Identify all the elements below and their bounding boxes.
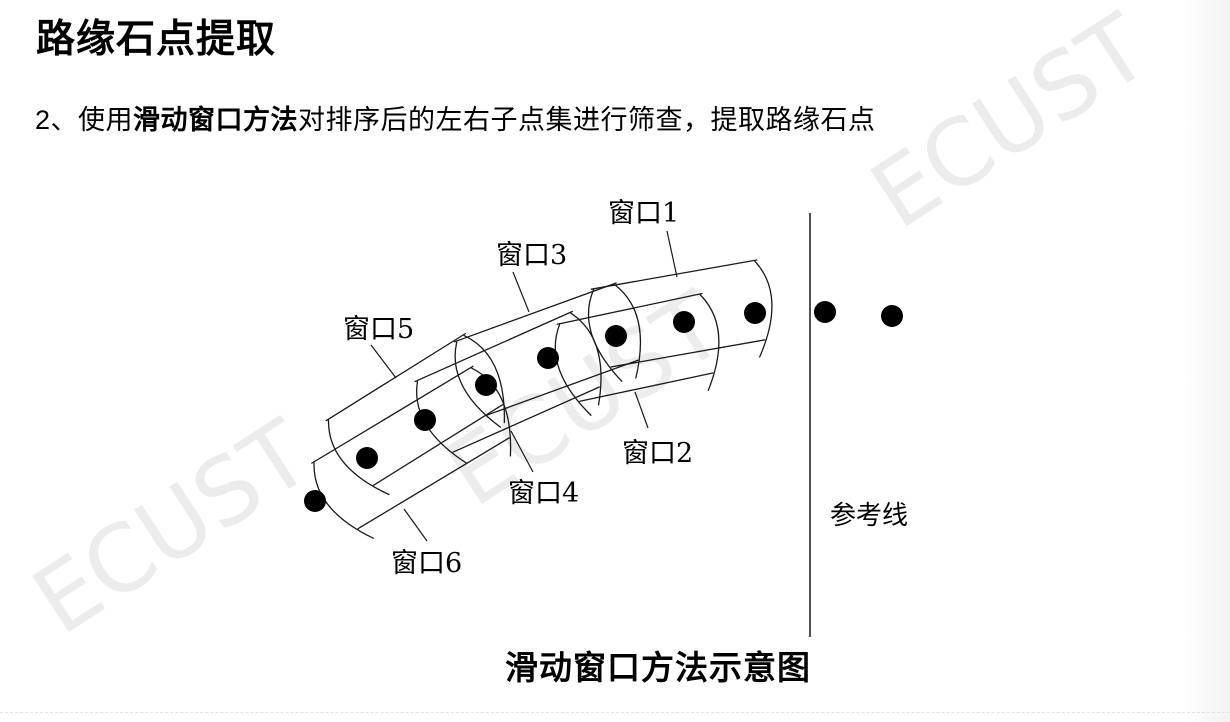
- curb-point-dot: [537, 347, 559, 369]
- curb-point-dot: [414, 409, 436, 431]
- curb-point-dot: [356, 447, 378, 469]
- window-5-label: 窗口5: [343, 314, 414, 345]
- bullet-emphasis: 滑动窗口方法: [133, 105, 299, 135]
- window-2-label: 窗口2: [622, 438, 693, 469]
- window-1-outline: [587, 259, 773, 382]
- bullet-prefix: 2、使用: [35, 105, 134, 135]
- leader-window-4: [510, 430, 534, 473]
- page-bottom-rule: [0, 712, 1230, 713]
- window-3-outline: [453, 282, 642, 428]
- page-right-edge-shade: [1182, 0, 1230, 722]
- diagram-caption: 滑动窗口方法示意图: [505, 649, 811, 686]
- bullet-text: 2、使用滑动窗口方法对排序后的左右子点集进行筛查，提取路缘石点: [35, 98, 876, 137]
- leader-window-6: [403, 508, 428, 542]
- leader-window-3: [512, 271, 530, 313]
- curb-point-dot: [475, 374, 497, 396]
- curb-point-dot: [605, 325, 627, 347]
- curb-points: [304, 301, 903, 512]
- bullet-suffix: 对排序后的左右子点集进行筛查，提取路缘石点: [298, 105, 876, 135]
- leader-window-1: [666, 230, 678, 278]
- leader-window-5: [370, 344, 397, 379]
- curb-point-dot: [304, 490, 326, 512]
- window-4-outline: [414, 310, 602, 465]
- curb-point-dot: [881, 305, 903, 327]
- page-title: 路缘石点提取: [36, 18, 277, 61]
- reference-line-label: 参考线: [830, 501, 908, 531]
- window-1-label: 窗口1: [608, 198, 679, 229]
- window-6-label: 窗口6: [391, 548, 462, 579]
- window-3-label: 窗口3: [496, 240, 567, 271]
- curb-point-dot: [744, 302, 766, 324]
- curb-point-dot: [814, 301, 836, 323]
- curb-point-dot: [673, 311, 695, 333]
- leader-window-2: [634, 391, 649, 429]
- window-4-label: 窗口4: [508, 478, 579, 509]
- window-2-outline: [554, 292, 720, 416]
- window-6-outline: [311, 365, 512, 539]
